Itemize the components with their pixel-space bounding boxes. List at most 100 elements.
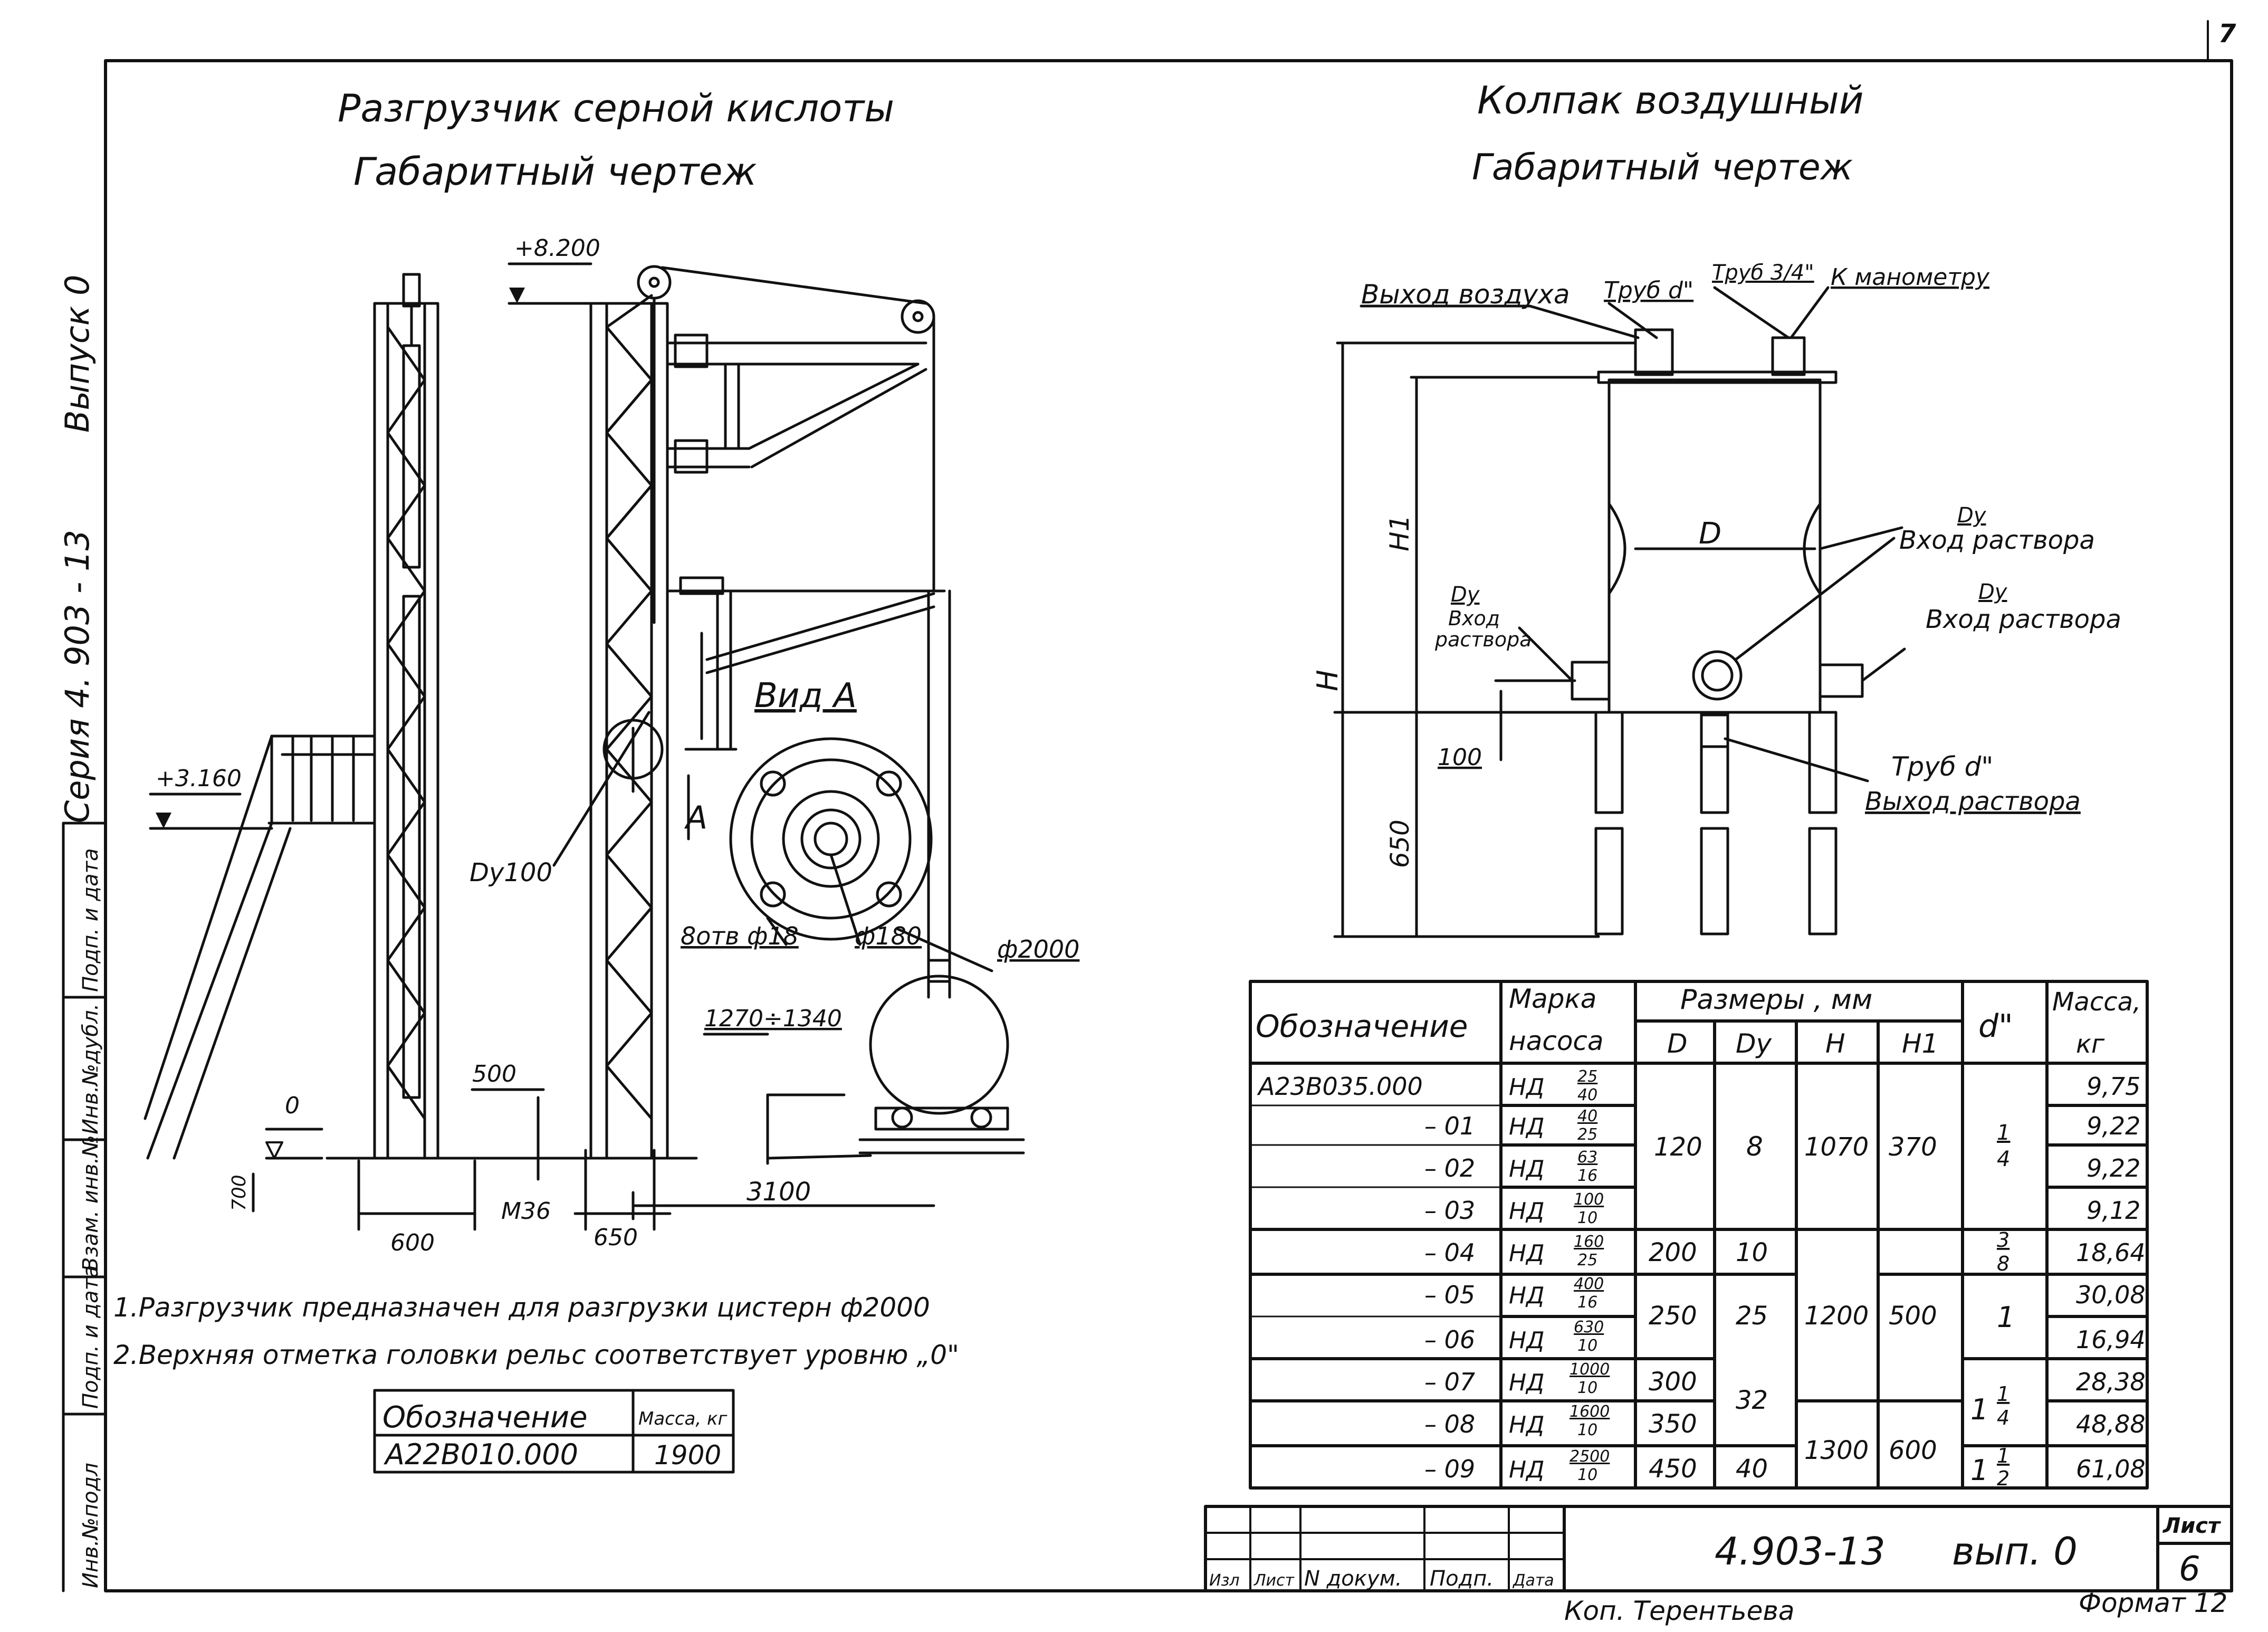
group-Dy-10: 10 <box>1736 1238 1768 1267</box>
row-brand: НД <box>1509 1240 1544 1267</box>
group-D-200: 200 <box>1649 1238 1697 1267</box>
row-pump-num: 63 <box>1577 1148 1597 1167</box>
stamp-field-sign1: Подп. и дата <box>79 1265 103 1409</box>
row-pump-num: 25 <box>1577 1067 1597 1086</box>
row-designation: – 08 <box>1424 1410 1475 1438</box>
table-row: А23В035.000 НД 25 40 9,75 <box>1257 1067 2140 1104</box>
table-row: – 03 НД 100 10 9,12 <box>1424 1190 2140 1227</box>
level-marker-zero <box>265 1141 283 1159</box>
level-marker-platform <box>156 813 171 828</box>
row-pump-num: 2500 <box>1570 1447 1610 1466</box>
row-pump-den: 10 <box>1577 1337 1597 1355</box>
group-H-1070: 1070 <box>1804 1132 1869 1162</box>
row-designation: – 01 <box>1424 1112 1475 1140</box>
row-brand: НД <box>1509 1282 1544 1309</box>
group-H-1300: 1300 <box>1804 1436 1869 1465</box>
dim-600: 600 <box>390 1229 435 1256</box>
phi180-label: ф180 <box>855 922 922 950</box>
row-pump-num: 400 <box>1574 1275 1604 1293</box>
series-number: Серия 4. 903 - 13 <box>58 530 97 823</box>
group-d-num-d: 1 <box>1997 1382 2009 1406</box>
dim-H1: H1 <box>1384 515 1415 551</box>
tb-sheet-number: 6 <box>2179 1550 2200 1589</box>
tb-document-code: 4.903-13 <box>1715 1529 1886 1573</box>
pipe-34-label: Труб 3/4" <box>1712 261 1814 285</box>
right-title: Колпак воздушный <box>1477 78 1864 122</box>
issue-number: Выпуск 0 <box>58 275 97 433</box>
tb-format: Формат 12 <box>2079 1588 2227 1618</box>
note-1: 1.Разгрузчик предназначен для разгрузки … <box>113 1292 930 1323</box>
platform-level-mark: +3.160 <box>156 765 242 792</box>
top-level-mark: +8.200 <box>514 235 600 262</box>
row-pump-num: 1600 <box>1570 1402 1610 1421</box>
table-row: – 02 НД 63 16 9,22 <box>1424 1148 2140 1185</box>
row-pump-den: 25 <box>1577 1251 1597 1270</box>
row-mass: 9,22 <box>2087 1112 2140 1140</box>
row-mass: 16,94 <box>2076 1325 2146 1354</box>
row-brand: НД <box>1509 1113 1544 1140</box>
group-D-250: 250 <box>1649 1301 1697 1331</box>
row-brand: НД <box>1509 1456 1544 1483</box>
group-d-den-a: 4 <box>1997 1147 2010 1171</box>
row-mass: 28,38 <box>2076 1368 2146 1396</box>
air-cap-drawing <box>1333 286 1906 938</box>
outlet-label: Выход раствора <box>1865 787 2081 816</box>
group-H1-600: 600 <box>1889 1436 1937 1465</box>
table-header-d: d" <box>1978 1008 2013 1045</box>
row-designation: – 07 <box>1424 1368 1475 1396</box>
table-header-D: D <box>1667 1028 1688 1059</box>
right-table-grid <box>1249 980 2149 1490</box>
row-brand: НД <box>1509 1369 1544 1396</box>
tb-col-date: Дата <box>1512 1571 1554 1590</box>
stamp-field-inv: Инв.№подл <box>79 1463 103 1588</box>
row-designation: – 06 <box>1424 1325 1475 1354</box>
left-mass-table <box>373 1389 735 1474</box>
inlet-right1-label: Вход раствора <box>1899 526 2095 555</box>
table-row: – 08 НД 1600 10 48,88 <box>1424 1402 2146 1439</box>
tb-col-izm: Изл <box>1209 1571 1240 1590</box>
dim-3100: 3100 <box>747 1177 811 1207</box>
view-a-label: Вид А <box>754 676 857 715</box>
dim-H: H <box>1311 670 1344 691</box>
group-Dy-40: 40 <box>1736 1454 1768 1484</box>
left-subtitle: Габаритный чертеж <box>353 149 757 194</box>
tb-issue: вып. 0 <box>1952 1529 2078 1573</box>
table-row: – 05 НД 400 16 30,08 <box>1424 1275 2146 1312</box>
group-d-whole-d: 1 <box>1970 1393 1988 1426</box>
row-pump-den: 10 <box>1577 1466 1597 1484</box>
tb-col-sign: Подп. <box>1430 1567 1494 1591</box>
tb-copied-by: Коп. Терентьева <box>1564 1596 1795 1626</box>
stamp-field-sign2: Подп. и дата <box>79 848 103 992</box>
group-d-num-a: 1 <box>1997 1121 2010 1145</box>
group-D-350: 350 <box>1649 1409 1697 1439</box>
left-title: Разгрузчик серной кислоты <box>338 86 894 130</box>
row-pump-num: 630 <box>1574 1318 1604 1337</box>
dy-label-right2: Dy <box>1978 580 2008 604</box>
row-mass: 30,08 <box>2076 1281 2146 1309</box>
level-marker-top <box>509 288 525 303</box>
row-brand: НД <box>1509 1074 1544 1101</box>
section-arrow-a: А <box>684 799 707 836</box>
dim-650-right: 650 <box>1385 819 1415 868</box>
row-pump-den: 25 <box>1577 1125 1597 1144</box>
dim-700: 700 <box>228 1175 250 1211</box>
group-D-300: 300 <box>1649 1367 1697 1397</box>
stamp-field-replace: Взам. инв.№ <box>79 1135 103 1272</box>
row-pump-den: 40 <box>1577 1086 1597 1104</box>
group-d-den-f: 2 <box>1997 1467 2009 1490</box>
row-brand: НД <box>1509 1327 1544 1354</box>
row-mass: 61,08 <box>2076 1455 2146 1483</box>
row-pump-num: 40 <box>1577 1107 1597 1125</box>
row-mass: 9,12 <box>2087 1196 2140 1225</box>
mass-table-designation: А22В010.000 <box>384 1438 578 1471</box>
table-header-H: H <box>1825 1028 1845 1059</box>
tb-col-list: Лист <box>1253 1571 1295 1590</box>
table-header-pump1: Марка <box>1509 984 1596 1014</box>
row-pump-den: 16 <box>1577 1293 1597 1312</box>
dy100-label: Dy100 <box>470 858 552 887</box>
page-number: 7 <box>2218 19 2236 49</box>
row-designation: – 05 <box>1424 1281 1475 1309</box>
side-stamp: Серия 4. 903 - 13 Выпуск 0 Инв.№подл Под… <box>58 275 107 1592</box>
row-designation: – 04 <box>1424 1238 1475 1267</box>
